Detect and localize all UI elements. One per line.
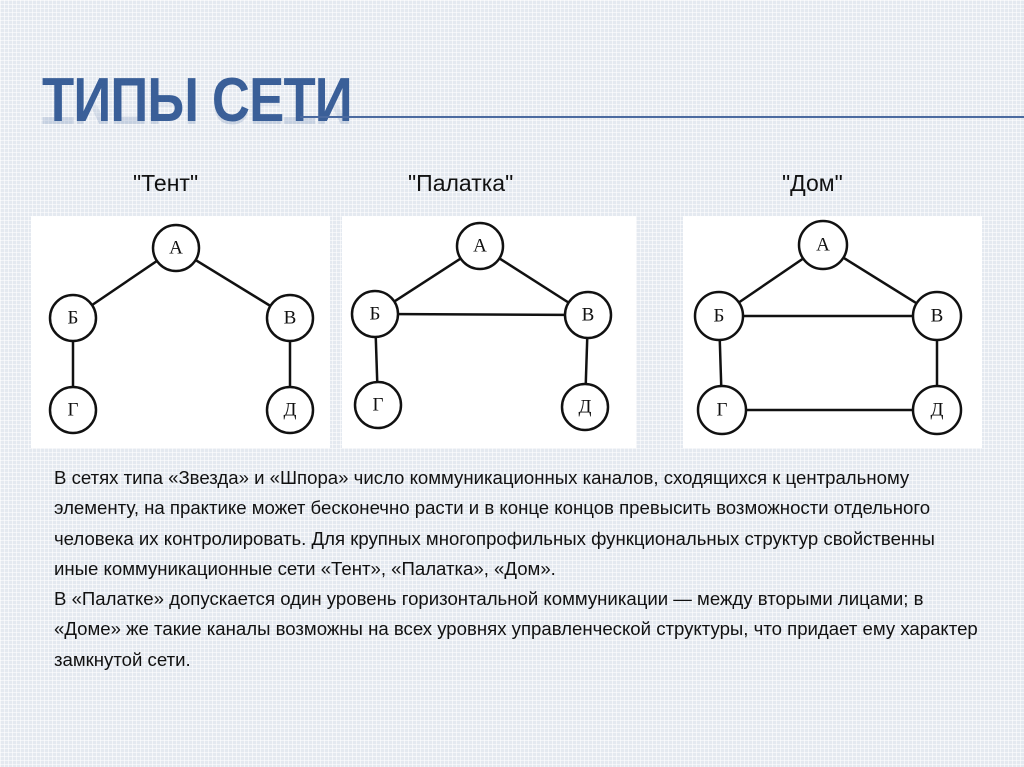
node-a: А xyxy=(455,221,505,271)
svg-text:Д: Д xyxy=(284,400,297,421)
svg-text:Г: Г xyxy=(68,400,79,421)
paragraph-1: В сетях типа «Звезда» и «Шпора» число ко… xyxy=(54,467,935,579)
slide-title-reflection: ТИПЫ СЕТИ xyxy=(42,70,352,132)
svg-text:А: А xyxy=(473,236,487,257)
svg-text:Д: Д xyxy=(579,397,592,418)
node-g: Г xyxy=(48,385,98,435)
svg-text:Б: Б xyxy=(370,304,381,325)
body-text: В сетях типа «Звезда» и «Шпора» число ко… xyxy=(54,463,984,675)
svg-text:Б: Б xyxy=(714,306,725,327)
svg-text:А: А xyxy=(169,238,183,259)
node-g: Г xyxy=(353,380,403,430)
node-d: Д xyxy=(911,384,963,436)
node-v: В xyxy=(563,290,613,340)
node-d: Д xyxy=(265,385,315,435)
node-v: В xyxy=(911,290,963,342)
svg-text:В: В xyxy=(931,306,944,327)
node-b: Б xyxy=(693,290,745,342)
svg-text:Д: Д xyxy=(931,400,944,421)
svg-text:А: А xyxy=(816,235,830,256)
label-tent: "Тент" xyxy=(133,170,199,196)
svg-text:Г: Г xyxy=(373,395,384,416)
node-a: А xyxy=(797,219,849,271)
title-divider xyxy=(300,116,1024,118)
node-d: Д xyxy=(560,382,610,432)
node-a: А xyxy=(151,223,201,273)
label-dom: "Дом" xyxy=(782,170,843,196)
node-b: Б xyxy=(350,289,400,339)
slide-title: ТИПЫ СЕТИ xyxy=(42,66,353,135)
node-b: Б xyxy=(48,293,98,343)
diagram-tent: А Б В Г Д xyxy=(31,216,330,448)
svg-text:Г: Г xyxy=(717,400,728,421)
svg-text:В: В xyxy=(284,308,297,329)
svg-text:Б: Б xyxy=(68,308,79,329)
svg-text:В: В xyxy=(582,305,595,326)
paragraph-2: В «Палатке» допускается один уровень гор… xyxy=(54,588,978,670)
diagram-dom: А Б В Г Д xyxy=(683,216,982,448)
node-g: Г xyxy=(696,384,748,436)
diagram-palatka: А Б В Г Д xyxy=(342,216,636,448)
label-palatka: "Палатка" xyxy=(408,170,514,196)
node-v: В xyxy=(265,293,315,343)
